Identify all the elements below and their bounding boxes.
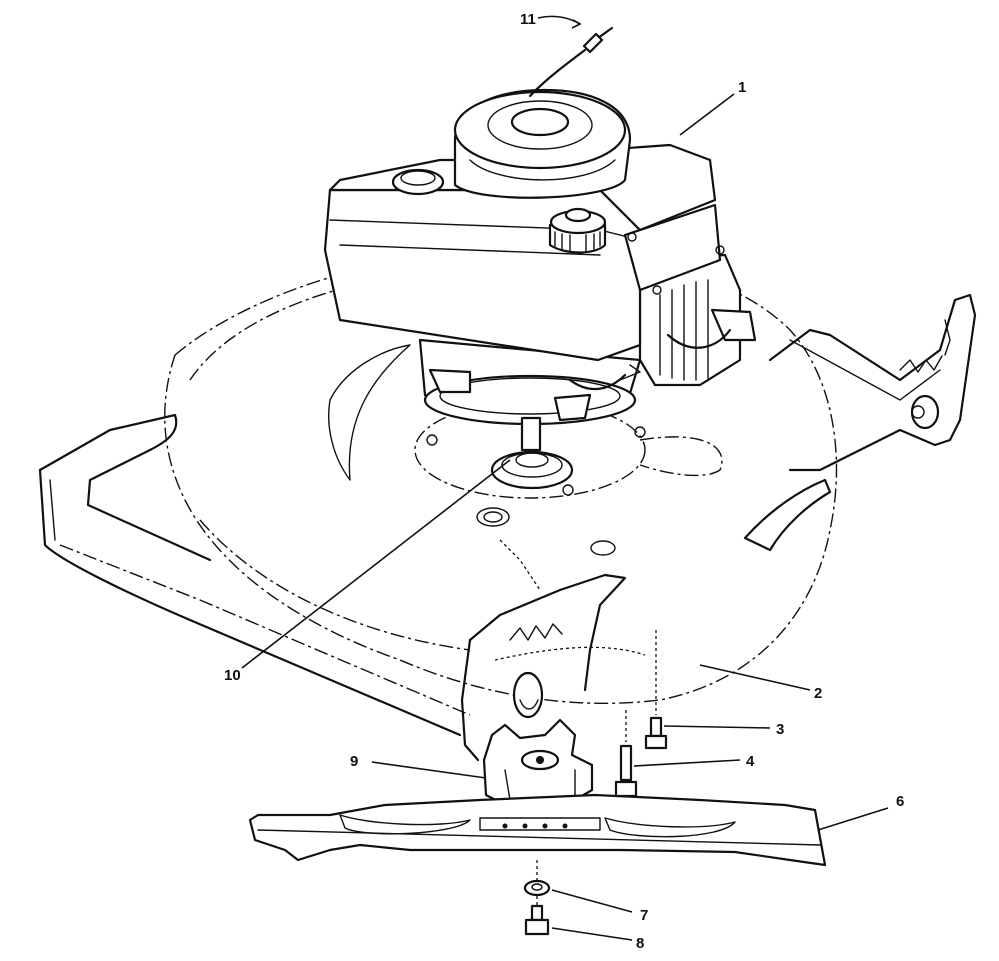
height-adjuster-front — [460, 539, 646, 762]
leader-lines — [241, 15, 889, 941]
callout-6: 6 — [896, 793, 904, 810]
front-handle — [38, 413, 471, 737]
blade — [248, 793, 827, 867]
callouts: 1 2 3 4 6 7 8 9 10 11 — [224, 11, 904, 952]
callout-7: 7 — [640, 907, 648, 924]
height-adjuster-right — [768, 293, 977, 472]
callout-3: 3 — [776, 721, 784, 738]
callout-1: 1 — [738, 79, 746, 96]
callout-11: 11 — [520, 11, 536, 28]
callout-10: 10 — [224, 667, 241, 684]
callout-8: 8 — [636, 935, 644, 952]
fasteners — [523, 630, 668, 936]
callout-2: 2 — [814, 685, 822, 702]
engine — [323, 88, 757, 490]
throttle-cable — [528, 26, 614, 98]
callout-9: 9 — [350, 753, 358, 770]
callout-4: 4 — [746, 753, 755, 770]
